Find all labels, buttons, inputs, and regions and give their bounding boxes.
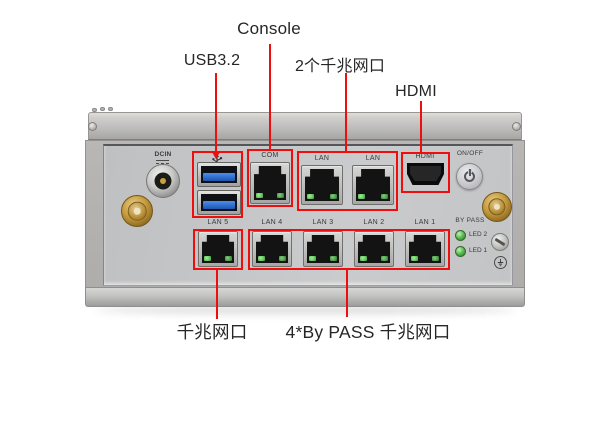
bypass-label: BY PASS xyxy=(455,217,485,224)
lan5-callout-box xyxy=(193,229,243,270)
callout-line-console xyxy=(269,44,271,150)
rj45-cavity xyxy=(356,169,390,201)
lid-screw-right xyxy=(512,122,521,131)
ground-glyph xyxy=(497,258,504,267)
callout-line-dual-lan xyxy=(345,73,347,152)
power-button xyxy=(456,163,483,190)
callout-line-gigabit-lan xyxy=(216,270,218,319)
callout-line-hdmi xyxy=(420,101,422,153)
com-callout-box xyxy=(247,149,293,207)
dcin-label: DCIN xyxy=(154,151,172,158)
dc-power-jack xyxy=(146,164,180,198)
lan-pair-callout-box xyxy=(297,151,398,211)
led-indicator-2 xyxy=(455,230,466,241)
lan-group-callout-box xyxy=(248,229,450,270)
lan-port-top-1 xyxy=(301,165,343,205)
usb-port-slot xyxy=(201,166,237,183)
chassis-base xyxy=(85,287,525,307)
lan-bottom-label-5: LAN 5 xyxy=(207,219,229,226)
callout-label-usb: USB3.2 xyxy=(183,52,241,69)
usb-port-2 xyxy=(197,190,241,215)
rj45-cavity xyxy=(305,169,339,201)
lid-screw-left xyxy=(88,122,97,131)
power-label: ON/OFF xyxy=(456,150,484,157)
usb-port-slot xyxy=(201,194,237,211)
antenna-connector-right xyxy=(482,192,512,222)
chassis-shadow xyxy=(95,306,515,314)
usb-callout-box xyxy=(192,151,243,218)
led1-label: LED 1 xyxy=(469,247,488,254)
com-port xyxy=(250,162,290,204)
callout-line-usb xyxy=(215,73,217,153)
com-port-label: COM xyxy=(261,152,279,159)
antenna-connector-left xyxy=(121,195,153,227)
lan-port-bottom-1 xyxy=(405,231,445,267)
callout-line-bypass-lan xyxy=(346,270,348,317)
hdmi-callout-box xyxy=(401,152,450,193)
panel-screw xyxy=(491,233,509,251)
led2-label: LED 2 xyxy=(469,231,488,238)
lan-top-label-1: LAN xyxy=(314,155,330,162)
lan-top-label-2: LAN xyxy=(365,155,381,162)
callout-label-console: Console xyxy=(237,19,301,38)
callout-label-hdmi: HDMI xyxy=(395,83,437,100)
chassis-detail-nub xyxy=(92,108,97,112)
led-indicator-1 xyxy=(455,246,466,257)
lan-port-top-2 xyxy=(352,165,394,205)
lan-bottom-label-3: LAN 3 xyxy=(312,219,334,226)
lan-bottom-label-1: LAN 1 xyxy=(414,219,436,226)
callout-label-bypass-lan: 4*By PASS 千兆网口 xyxy=(285,322,451,342)
rj45-cavity xyxy=(307,235,339,263)
power-icon xyxy=(464,171,475,182)
rj45-cavity xyxy=(254,166,286,200)
usb-port-1 xyxy=(197,162,241,187)
callout-label-dual-lan: 2个千兆网口 xyxy=(294,58,386,75)
callout-label-gigabit-lan: 千兆网口 xyxy=(176,322,248,342)
rj45-cavity xyxy=(409,235,441,263)
rj45-cavity xyxy=(202,235,234,263)
chassis-detail-nub xyxy=(100,107,105,111)
usb-callout-arrow-icon xyxy=(212,152,220,159)
rj45-cavity xyxy=(358,235,390,263)
hdmi-port-inner xyxy=(410,166,441,181)
chassis-detail-nub xyxy=(108,107,113,111)
lan-port-bottom-3 xyxy=(303,231,343,267)
lan-port-bottom-5 xyxy=(198,231,238,267)
rj45-cavity xyxy=(256,235,288,263)
lan-port-bottom-4 xyxy=(252,231,292,267)
hdmi-port xyxy=(407,163,444,185)
ground-icon xyxy=(494,256,507,269)
chassis-lid xyxy=(88,112,522,141)
lan-port-bottom-2 xyxy=(354,231,394,267)
lan-bottom-label-4: LAN 4 xyxy=(261,219,283,226)
lan-bottom-label-2: LAN 2 xyxy=(363,219,385,226)
hdmi-port-label: HDMI xyxy=(415,153,435,160)
